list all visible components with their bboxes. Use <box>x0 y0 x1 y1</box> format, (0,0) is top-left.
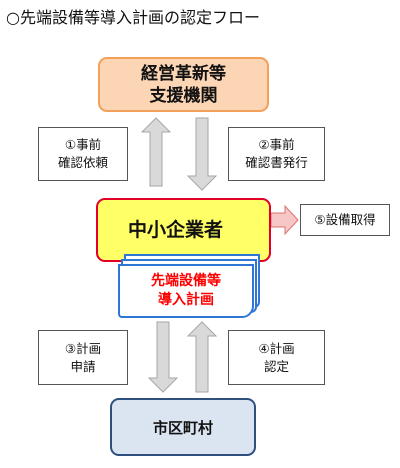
arrow-up-to-support <box>140 117 172 187</box>
step-5-text: ⑤設備取得 <box>314 212 376 227</box>
arrow-right-to-acquire <box>270 204 299 236</box>
step-1-label: ①事前 確認依頼 <box>38 127 128 181</box>
step-3-line2: 申請 <box>70 358 96 374</box>
step-2-label: ②事前 確認書発行 <box>228 127 325 181</box>
sme-label: 中小企業者 <box>128 219 224 241</box>
step-2-line2: 確認書発行 <box>245 155 308 170</box>
step-2-line1: ②事前 <box>258 137 295 152</box>
page-title: ○先端設備等導入計画の認定フロー <box>6 8 260 27</box>
arrow-up-to-company <box>186 321 218 393</box>
support-agency-box: 経営革新等 支援機関 <box>98 57 269 112</box>
step-5-label: ⑤設備取得 <box>300 204 390 236</box>
municipality-box: 市区町村 <box>110 398 256 456</box>
plan-line1: 先端設備等 <box>151 273 221 289</box>
step-4-line2: 認定 <box>263 358 289 374</box>
arrow-down-to-city <box>147 321 179 393</box>
step-3-line1: ③計画 <box>64 340 102 356</box>
plan-document: 先端設備等 導入計画 <box>118 264 254 318</box>
step-4-label: ④計画 認定 <box>228 330 325 385</box>
plan-line2: 導入計画 <box>158 292 214 308</box>
support-agency-line2: 支援機関 <box>149 85 218 106</box>
support-agency-line1: 経営革新等 <box>141 63 226 84</box>
step-4-line1: ④計画 <box>258 340 295 356</box>
step-1-line1: ①事前 <box>64 137 102 152</box>
step-3-label: ③計画 申請 <box>38 330 128 385</box>
step-1-line2: 確認依頼 <box>57 155 108 170</box>
municipality-label: 市区町村 <box>152 418 213 437</box>
sme-box: 中小企業者 <box>96 198 271 262</box>
arrow-down-to-company <box>186 117 218 191</box>
